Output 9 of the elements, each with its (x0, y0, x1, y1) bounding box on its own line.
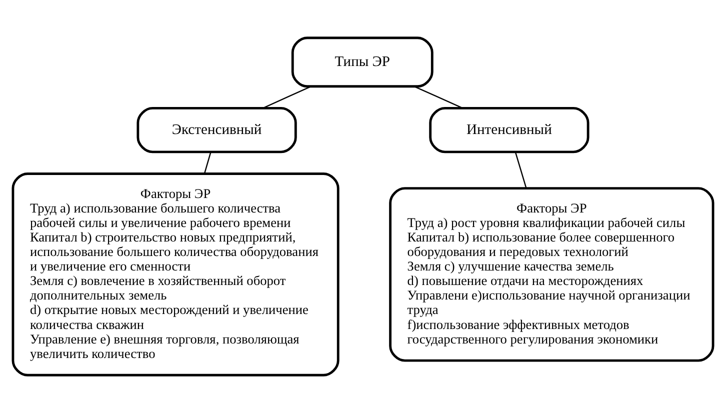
connector (514, 152, 527, 188)
connector (414, 86, 464, 109)
node-box: Типы ЭР (291, 36, 434, 88)
connector (204, 152, 212, 174)
node-box: Факторы ЭР Труд а) рост уровня квалификации рабочей силы Капитал b) использование более совершенного оборудования и передовых технологий Земля с) улучшение качества земель d) повышение отдачи на месторождениях Управлени е)использование научной организации труда f)использование эффективных методов государственного регулирования экономики (389, 187, 714, 362)
node-box: Интенсивный (429, 107, 590, 154)
node-box: Экстенсивный (136, 107, 297, 154)
node-box: Факторы ЭР Труд а) использование большего количества рабочей силы и увеличение рабочего времени Капитал b) строительство новых предприятий, использование большего количества оборудования и увеличение его сменности Земля с) вовлечение в хозяйственный оборот дополнительных земель d) открытие новых месторождений и увеличение количества скважин Управление е) внешняя торговля, позволяющая увеличить количество (12, 172, 340, 376)
connector (262, 86, 312, 109)
